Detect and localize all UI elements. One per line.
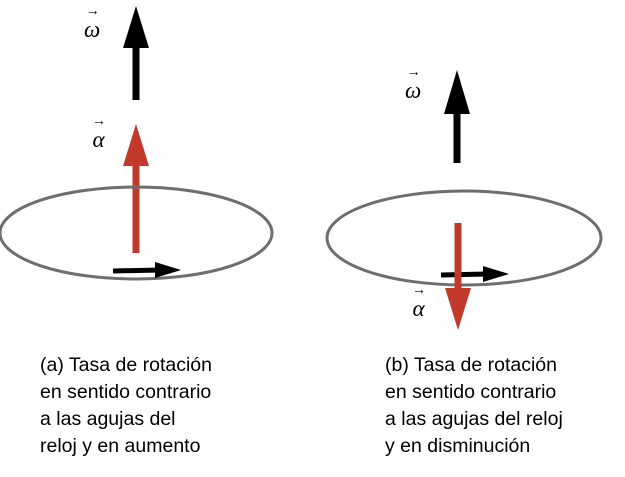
panel-a: → ω → α (a) Tasa de rotación en sentido … — [0, 0, 312, 477]
alpha-overarrow-b: → — [412, 283, 426, 298]
rotation-disk-b — [325, 189, 603, 287]
omega-symbol-b: ω — [405, 78, 422, 103]
panel-a-caption: (a) Tasa de rotación en sentido contrari… — [40, 354, 212, 457]
rotation-direction-arrow-a — [112, 262, 181, 278]
alpha-symbol-a: α — [92, 127, 105, 152]
panel-b-caption: (b) Tasa de rotación en sentido contrari… — [385, 354, 563, 457]
omega-arrow-b — [444, 70, 470, 163]
alpha-label-a: → α — [92, 114, 106, 152]
panel-a-diagram — [0, 6, 274, 281]
panel-b: → ω → α (b) Tasa de rotación en sentido … — [313, 0, 625, 477]
rotation-direction-arrow-b — [440, 266, 509, 282]
omega-label-b: → ω — [405, 65, 422, 103]
panel-b-diagram — [325, 70, 603, 330]
alpha-symbol-b: α — [412, 296, 425, 321]
alpha-arrow-a — [123, 124, 149, 253]
rotation-disk-a — [0, 185, 274, 281]
alpha-overarrow-a: → — [92, 114, 106, 129]
omega-overarrow-b: → — [406, 65, 421, 80]
alpha-arrow-b — [445, 223, 471, 330]
omega-overarrow-a: → — [85, 4, 100, 19]
alpha-label-b: → α — [412, 283, 426, 321]
omega-arrow-a — [123, 6, 149, 100]
omega-label-a: → ω — [84, 4, 101, 42]
omega-symbol-a: ω — [84, 17, 101, 42]
